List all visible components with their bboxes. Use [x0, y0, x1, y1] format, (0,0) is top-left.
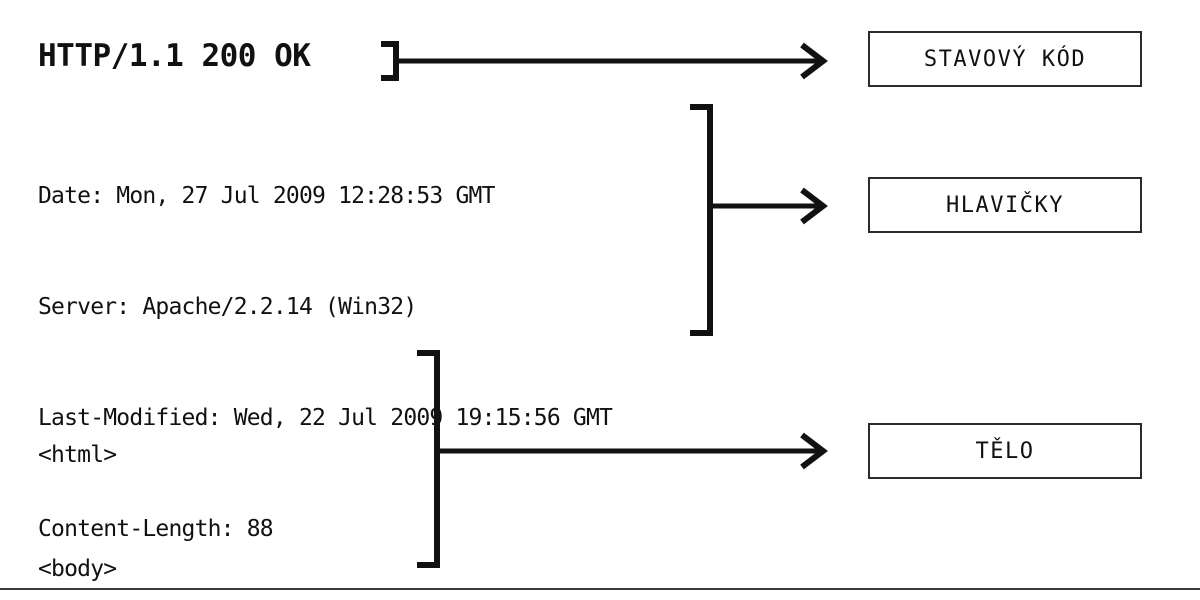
label-box-body[interactable]: TĚLO	[868, 423, 1142, 479]
label-box-status-code[interactable]: STAVOVÝ KÓD	[868, 31, 1142, 87]
header-line: Server: Apache/2.2.14 (Win32)	[38, 294, 417, 320]
http-body-block: <html> <body> <h1>Hello, World!</h1> </b…	[38, 360, 325, 600]
http-status-line: HTTP/1.1 200 OK	[38, 38, 311, 74]
bottom-divider	[0, 588, 1200, 590]
arrow-right-icon	[396, 42, 828, 80]
bracket-right-icon	[690, 104, 713, 336]
label-box-headers[interactable]: HLAVIČKY	[868, 177, 1142, 233]
header-line: Date: Mon, 27 Jul 2009 12:28:53 GMT	[38, 183, 495, 209]
http-headers-block: Date: Mon, 27 Jul 2009 12:28:53 GMT Serv…	[38, 104, 613, 600]
body-line: <html>	[38, 442, 117, 468]
bracket-right-icon	[381, 41, 399, 81]
arrow-right-icon	[710, 187, 828, 225]
header-line: Content-Length: 88	[38, 516, 274, 542]
body-line: <body>	[38, 556, 117, 582]
